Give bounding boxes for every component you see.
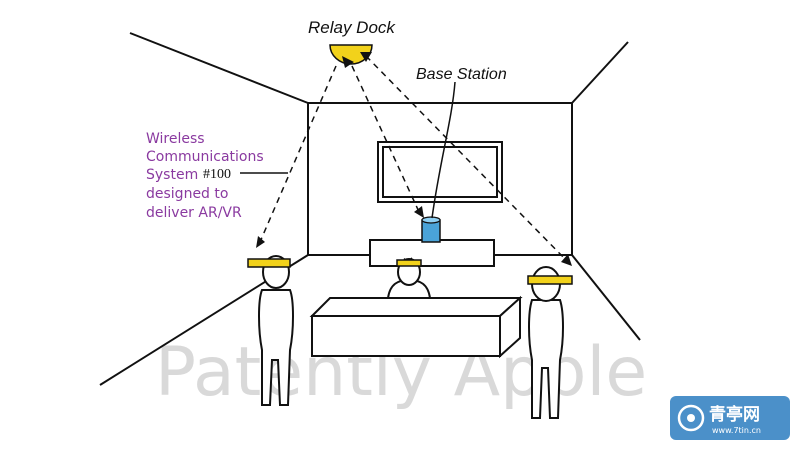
table bbox=[309, 295, 523, 359]
display-inner bbox=[382, 146, 498, 198]
badge-title: 青亭网 bbox=[709, 404, 760, 425]
left-user-body bbox=[258, 289, 294, 406]
arrowhead-right-user bbox=[561, 254, 572, 266]
table-top bbox=[309, 297, 523, 317]
badge-url: www.7tin.cn bbox=[712, 426, 761, 435]
signal-path-dock-to-base bbox=[351, 65, 421, 215]
arrowhead-dock-right bbox=[360, 52, 372, 62]
badge-bg bbox=[670, 396, 790, 440]
user-left bbox=[247, 255, 294, 406]
right-user-headset bbox=[527, 275, 573, 285]
arrowhead-dock-left bbox=[342, 56, 354, 68]
signal-path-dock-to-left-user bbox=[259, 65, 337, 243]
base-station-leader bbox=[431, 81, 456, 219]
badge-logo-dot-icon bbox=[687, 414, 695, 422]
floor-line-right bbox=[571, 254, 641, 341]
badge-logo-icon bbox=[677, 404, 705, 432]
ceiling-line-left bbox=[129, 32, 309, 104]
media-console bbox=[369, 239, 495, 267]
annotation-line-5: deliver AR/VR bbox=[146, 205, 242, 221]
display-outer bbox=[377, 141, 503, 203]
reference-number: #100 bbox=[203, 167, 231, 182]
user-right bbox=[527, 266, 573, 419]
annotation-line-2: Communications bbox=[146, 149, 264, 165]
annotation-line-4: designed to bbox=[146, 186, 228, 202]
arrowhead-base bbox=[414, 206, 424, 218]
system-annotation: Wireless Communications System designed … bbox=[146, 131, 264, 221]
console-body bbox=[369, 239, 495, 267]
base-station bbox=[421, 216, 441, 243]
annotation-line-1: Wireless bbox=[146, 131, 205, 147]
center-user-headset bbox=[396, 259, 422, 267]
table-side bbox=[499, 295, 521, 359]
right-user-body bbox=[528, 299, 564, 419]
relay-dock-label: Relay Dock bbox=[308, 18, 396, 37]
base-station-label: Base Station bbox=[416, 66, 507, 83]
arrowhead-left-user bbox=[256, 236, 265, 248]
relay-dock-dome bbox=[329, 44, 373, 65]
annotation-line-3: System bbox=[146, 167, 198, 183]
corner-badge: 青亭网 www.7tin.cn bbox=[670, 396, 790, 440]
left-user-headset bbox=[247, 258, 291, 268]
signal-path-dock-to-right-user bbox=[365, 55, 569, 263]
relay-dock bbox=[329, 44, 373, 65]
base-station-top bbox=[421, 216, 441, 224]
table-front bbox=[311, 315, 501, 357]
ceiling-line-right bbox=[571, 41, 629, 104]
signal-arrowheads bbox=[256, 52, 572, 268]
signal-paths bbox=[259, 55, 569, 265]
wall-display bbox=[377, 141, 503, 203]
user-center bbox=[386, 258, 432, 299]
